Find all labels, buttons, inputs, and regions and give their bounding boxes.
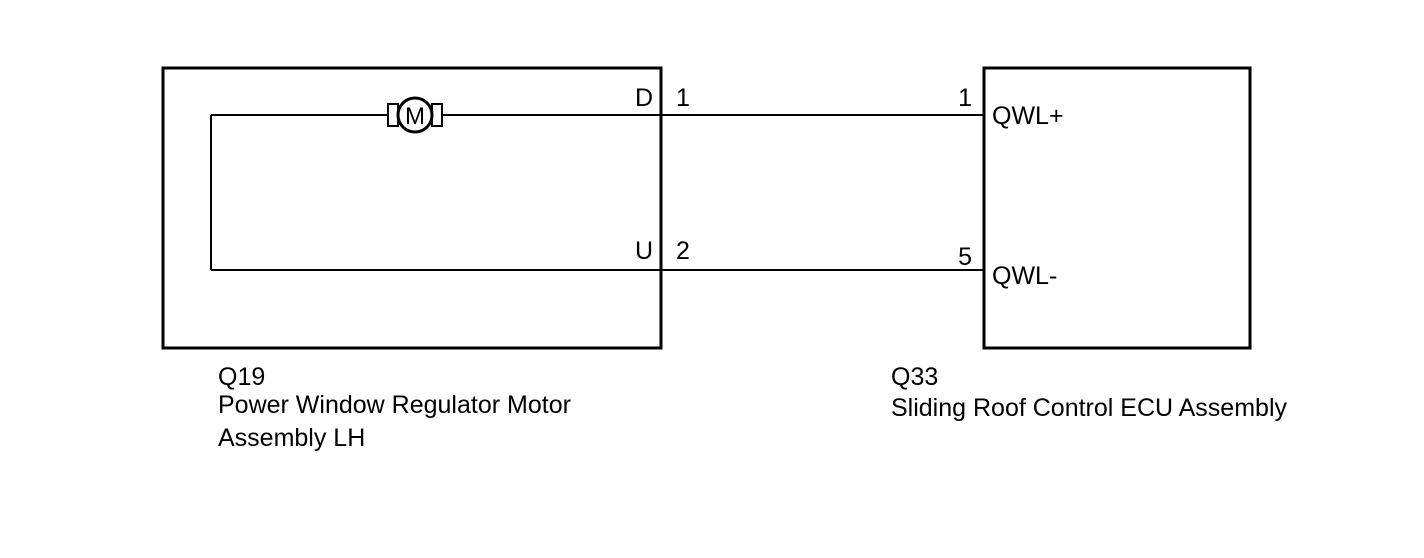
q19-terminal-d-pin: 1 <box>676 84 690 112</box>
q19-component-name-line1: Power Window Regulator Motor <box>218 391 571 419</box>
q19-terminal-d-name: D <box>635 84 653 112</box>
q33-terminal-qwl-plus-name: QWL+ <box>992 102 1064 130</box>
q33-component-name: Sliding Roof Control ECU Assembly <box>891 394 1287 422</box>
q33-terminal-qwl-minus-pin: 5 <box>958 243 972 271</box>
motor-symbol-label: M <box>405 103 425 130</box>
q33-terminal-qwl-plus-pin: 1 <box>958 84 972 112</box>
q19-component-name-line2: Assembly LH <box>218 424 365 452</box>
q33-component-box <box>982 66 1252 350</box>
motor-icon: M <box>387 96 443 134</box>
q19-terminal-u-name: U <box>635 237 653 265</box>
q33-component-id: Q33 <box>891 363 938 391</box>
q19-component-id: Q19 <box>218 363 265 391</box>
q19-component-box <box>161 66 663 350</box>
q33-terminal-qwl-minus-name: QWL- <box>992 262 1057 290</box>
q19-terminal-u-pin: 2 <box>676 237 690 265</box>
